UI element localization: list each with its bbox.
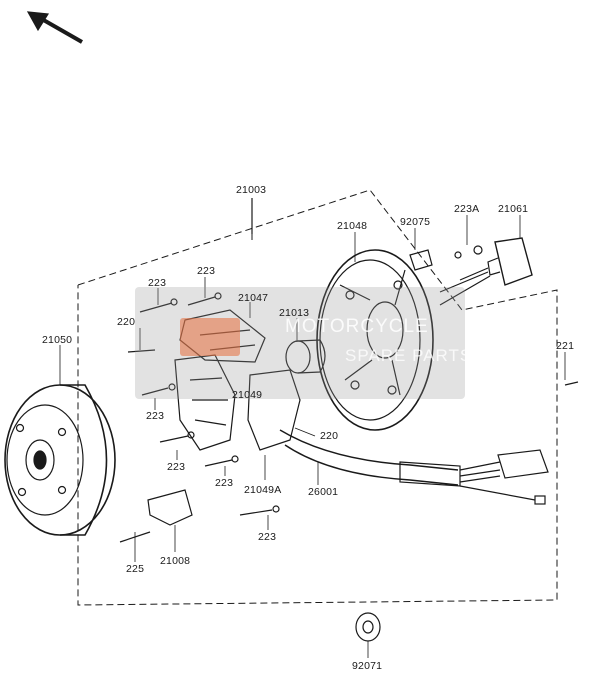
label-92071: 92071: [352, 660, 383, 672]
condenser: [285, 339, 326, 374]
label-220-a: 220: [117, 316, 136, 328]
label-223A: 223A: [454, 203, 480, 215]
label-21049: 21049: [232, 389, 263, 401]
label-21047: 21047: [238, 292, 269, 304]
regulator-unit: [439, 237, 533, 306]
label-21013: 21013: [279, 307, 310, 319]
label-223-d: 223: [167, 461, 186, 473]
watermark-line-1: MOTORCYCLE: [285, 316, 429, 337]
label-21048: 21048: [337, 220, 368, 232]
pickup-sensor: [147, 489, 193, 526]
leader-lines: [59, 215, 566, 658]
flywheel-rotor: [4, 384, 116, 536]
label-223-b: 223: [197, 265, 216, 277]
wiring-harness: [279, 429, 549, 505]
label-220-b: 220: [320, 430, 339, 442]
label-223-e: 223: [215, 477, 234, 489]
clip-part: [409, 249, 433, 271]
label-21049A: 21049A: [244, 484, 282, 496]
bolts: [119, 292, 579, 543]
label-223-c: 223: [146, 410, 165, 422]
label-21003: 21003: [236, 184, 267, 196]
label-21008: 21008: [160, 555, 191, 567]
label-225: 225: [126, 563, 145, 575]
label-221: 221: [556, 340, 575, 352]
label-26001: 26001: [308, 486, 339, 498]
label-223-f: 223: [258, 531, 277, 543]
watermark-logo: [180, 318, 240, 356]
label-21061: 21061: [498, 203, 529, 215]
direction-arrow-icon: [26, 11, 83, 44]
charging-coil: [247, 369, 301, 451]
label-223-a: 223: [148, 277, 167, 289]
grommet: [355, 612, 381, 642]
label-21050: 21050: [42, 334, 73, 346]
label-92075: 92075: [400, 216, 431, 228]
watermark-line-2: SPARE PARTS: [345, 346, 473, 365]
